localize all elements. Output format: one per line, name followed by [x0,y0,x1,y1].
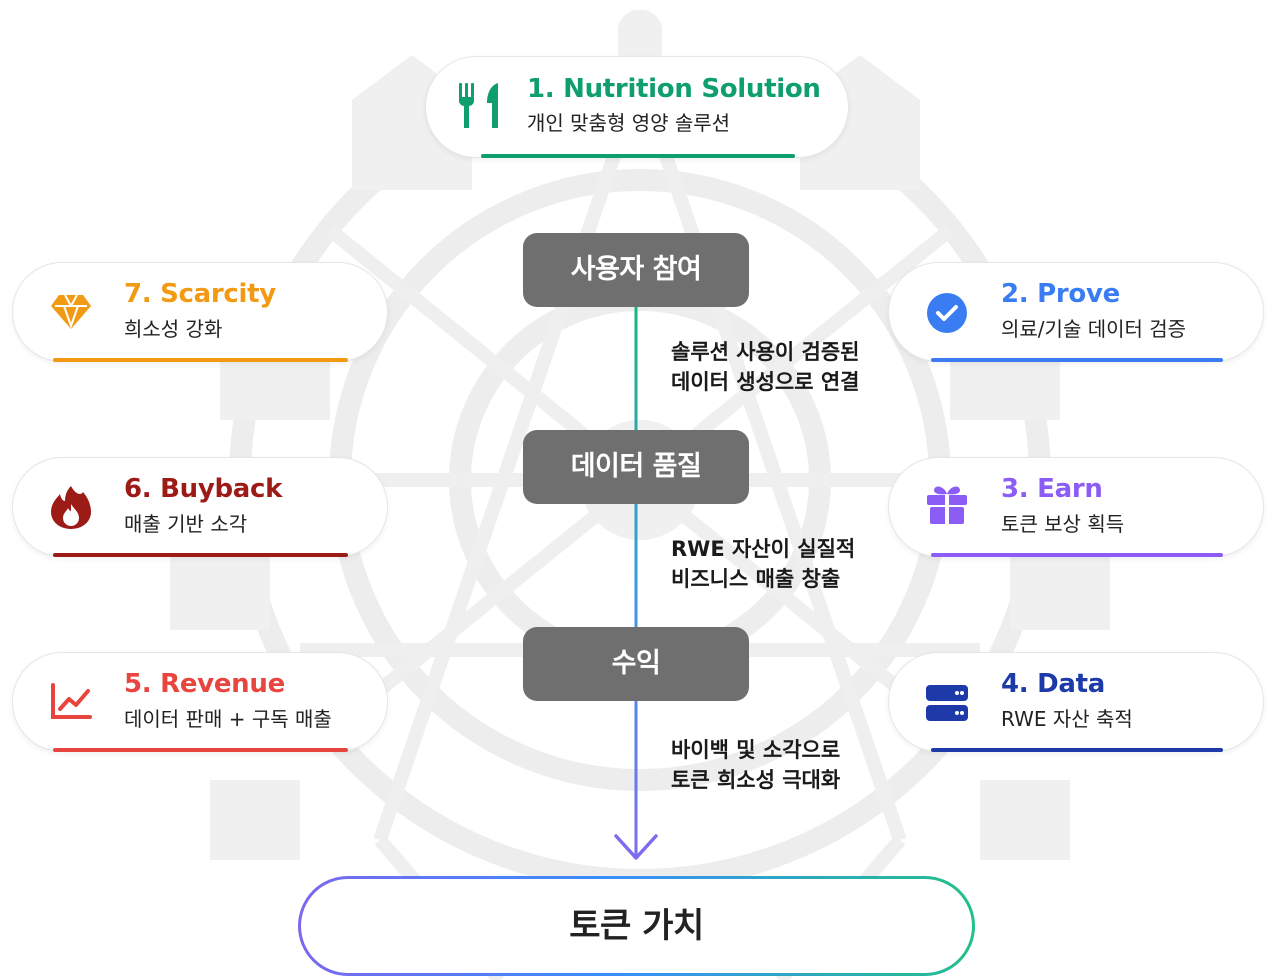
flow-note-3: 바이백 및 소각으로 토큰 희소성 극대화 [671,735,840,795]
card-underline [53,748,348,752]
flow-step-user-participation: 사용자 참여 [523,233,749,307]
flow-note-2: RWE 자산이 실질적 비즈니스 매출 창출 [671,534,855,594]
card-buyback: 6. Buyback 매출 기반 소각 [12,457,388,557]
gift-icon [927,486,967,524]
card-subtitle: 토큰 보상 획득 [1001,512,1125,536]
card-underline [931,748,1223,752]
fork-knife-icon [459,83,498,128]
card-title: 4. Data [1001,669,1106,699]
flow-note-line: 데이터 생성으로 연결 [671,370,860,394]
fire-icon [51,486,91,529]
card-nutrition-solution: 1. Nutrition Solution 개인 맞춤형 영양 솔루션 [425,56,849,158]
card-title: 7. Scarcity [124,279,276,309]
check-circle-icon [927,293,967,333]
flow-arrow-head [614,834,658,860]
card-title: 1. Nutrition Solution [527,74,821,104]
card-underline [53,553,348,557]
card-title: 6. Buyback [124,474,283,504]
server-icon [926,685,968,721]
card-subtitle: RWE 자산 축적 [1001,707,1133,731]
card-subtitle: 개인 맞춤형 영양 솔루션 [527,111,731,135]
token-value-box: 토큰 가치 [298,876,975,976]
card-subtitle: 희소성 강화 [124,317,223,341]
card-scarcity: 7. Scarcity 희소성 강화 [12,262,388,362]
card-revenue: 5. Revenue 데이터 판매 + 구독 매출 [12,652,388,752]
flow-note-1: 솔루션 사용이 검증된 데이터 생성으로 연결 [671,337,860,397]
flow-note-line: 바이백 및 소각으로 [671,738,841,762]
diamond-icon [51,294,91,330]
flow-note-line: RWE 자산이 실질적 [671,537,856,561]
card-subtitle: 의료/기술 데이터 검증 [1001,317,1187,341]
card-title: 5. Revenue [124,669,285,699]
card-earn: 3. Earn 토큰 보상 획득 [888,457,1264,557]
card-title: 2. Prove [1001,279,1120,309]
card-title: 3. Earn [1001,474,1103,504]
flow-step-revenue: 수익 [523,627,749,701]
card-subtitle: 매출 기반 소각 [124,512,248,536]
card-underline [931,553,1223,557]
card-subtitle: 데이터 판매 + 구독 매출 [124,707,332,731]
card-prove: 2. Prove 의료/기술 데이터 검증 [888,262,1264,362]
card-data: 4. Data RWE 자산 축적 [888,652,1264,752]
flow-note-line: 토큰 희소성 극대화 [671,768,841,792]
card-underline [53,358,348,362]
chart-line-icon [51,683,92,719]
card-underline [481,154,795,158]
flow-note-line: 비즈니스 매출 창출 [671,567,841,591]
flow-step-data-quality: 데이터 품질 [523,430,749,504]
card-underline [931,358,1223,362]
flow-note-line: 솔루션 사용이 검증된 [671,340,860,364]
token-value-label: 토큰 가치 [569,906,704,946]
